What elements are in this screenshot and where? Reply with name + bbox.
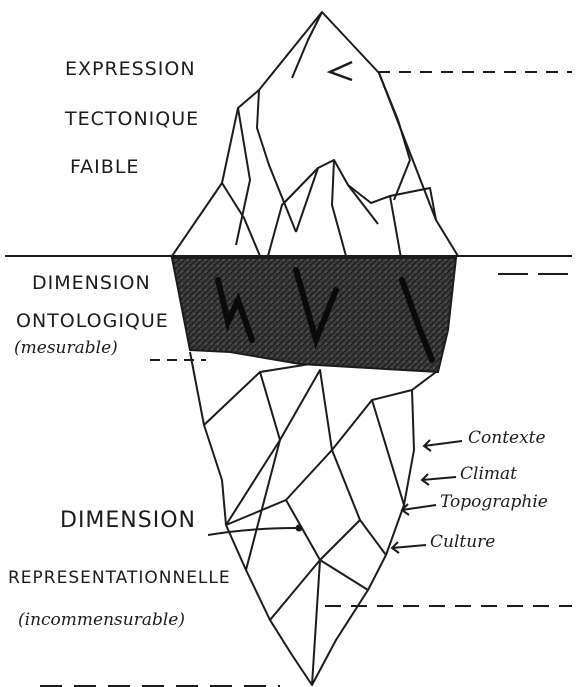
pointer-dot xyxy=(296,525,303,532)
bottom-zone-line-2: REPRESENTATIONNELLE xyxy=(8,570,231,587)
top-zone-line-1: EXPRESSION xyxy=(65,60,196,79)
top-zone-line-2: TECTONIQUE xyxy=(65,110,199,129)
iceberg-base xyxy=(190,352,436,685)
middle-zone-line-2: ONTOLOGIQUE xyxy=(16,312,169,331)
middle-zone-line-3: (mesurable) xyxy=(14,340,118,357)
factor-contexte: Contexte xyxy=(468,430,546,447)
factor-culture: Culture xyxy=(430,534,495,551)
bottom-zone-line-3: (incommensurable) xyxy=(18,612,185,629)
middle-zone-line-1: DIMENSION xyxy=(32,274,151,293)
bottom-zone-line-1: DIMENSION xyxy=(60,510,196,532)
pointer-line xyxy=(208,528,296,535)
top-zone-line-3: FAIBLE xyxy=(70,158,139,177)
iceberg-tip xyxy=(172,12,458,258)
factor-climat: Climat xyxy=(460,466,517,483)
tip-arrow xyxy=(330,62,352,80)
factor-topographie: Topographie xyxy=(440,494,548,511)
